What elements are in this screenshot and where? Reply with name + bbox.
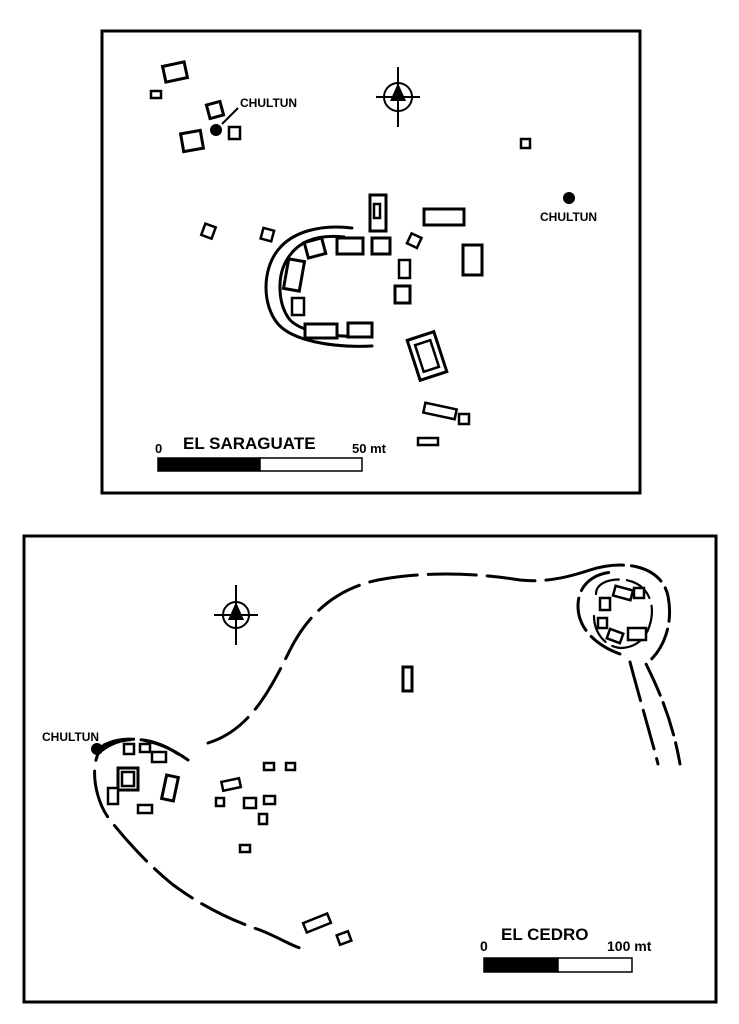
structure	[120, 770, 136, 788]
structure	[204, 99, 226, 121]
chultun-marker	[91, 743, 103, 755]
map-el-saraguate: CHULTUN CHULTUN	[100, 29, 642, 495]
mound-enclosure	[576, 563, 682, 766]
map-title: EL SARAGUATE	[183, 434, 316, 453]
structure	[284, 761, 297, 772]
structure	[401, 665, 414, 693]
structure	[242, 796, 258, 810]
structure	[413, 338, 441, 374]
structure	[397, 258, 412, 280]
structure	[199, 222, 218, 241]
scale-bar	[157, 457, 363, 472]
scale-end-label: 100 mt	[607, 938, 652, 954]
structure	[611, 584, 635, 602]
structure	[626, 626, 648, 642]
structure	[290, 296, 306, 317]
structure	[149, 89, 163, 100]
structures	[149, 60, 532, 447]
structure	[302, 236, 328, 260]
structure	[259, 226, 276, 243]
chultun-label: CHULTUN	[42, 730, 99, 744]
structure	[301, 911, 333, 935]
chultun-marker	[210, 124, 222, 136]
site-boundary	[93, 568, 592, 950]
scale-start-label: 0	[480, 938, 488, 954]
structure	[632, 586, 646, 600]
structure	[335, 236, 365, 256]
structure	[519, 137, 532, 150]
structure	[605, 627, 625, 645]
structure	[393, 284, 412, 305]
scale-start-label: 0	[155, 441, 162, 456]
structure	[106, 786, 120, 806]
north-arrow-icon	[376, 67, 420, 127]
structure	[150, 750, 168, 764]
structure	[281, 257, 307, 293]
structure	[257, 812, 269, 826]
structure	[138, 742, 152, 754]
structure	[219, 776, 243, 793]
structure	[422, 207, 466, 227]
structure	[262, 794, 277, 806]
map-frame	[100, 29, 642, 495]
map-el-cedro: CHULTUN	[22, 534, 718, 1004]
structure	[238, 843, 252, 854]
scale-bar	[483, 957, 633, 973]
structure	[227, 125, 242, 141]
structure	[214, 796, 226, 808]
structure	[136, 803, 154, 815]
chultun-label: CHULTUN	[540, 210, 597, 224]
structures	[106, 584, 648, 947]
structure	[596, 616, 609, 630]
chultun-marker	[563, 192, 575, 204]
structure	[416, 436, 440, 447]
structure	[159, 773, 181, 803]
structure	[303, 322, 339, 340]
structure	[346, 321, 374, 339]
structure	[122, 742, 136, 756]
north-arrow-icon	[214, 585, 258, 645]
structure	[405, 231, 424, 250]
structure	[598, 596, 612, 612]
structure	[370, 236, 392, 256]
structure	[372, 202, 382, 220]
chultun-leader-line	[221, 107, 239, 125]
chultun-label: CHULTUN	[240, 96, 297, 110]
structure	[178, 128, 206, 154]
structure	[457, 412, 471, 426]
map-title: EL CEDRO	[501, 925, 589, 944]
structure	[262, 761, 276, 772]
structure	[461, 243, 484, 277]
scale-end-label: 50 mt	[352, 441, 387, 456]
structure	[421, 401, 459, 421]
structure	[160, 60, 190, 84]
structure	[335, 929, 353, 947]
